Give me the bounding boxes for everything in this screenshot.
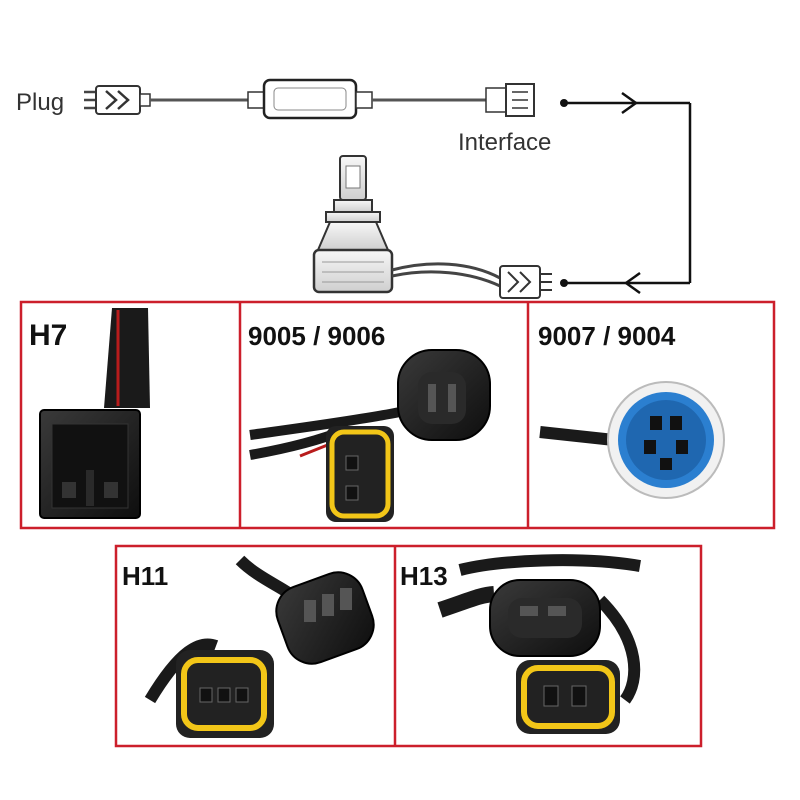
top-row-frame <box>19 300 776 530</box>
top-wiring: Plug Interface <box>16 78 692 299</box>
panel-9007-9004: 9007 / 9004 <box>538 321 725 499</box>
connection-loop <box>560 99 692 287</box>
bottom-row-frame <box>114 544 703 748</box>
panel-label-9007-9004: 9007 / 9004 <box>538 321 676 351</box>
connector-icon <box>249 349 491 522</box>
connector-icon <box>39 308 150 519</box>
panel-9005-9006: 9005 / 9006 <box>248 321 491 522</box>
panel-frames <box>19 300 776 748</box>
panel-h7: H7 <box>29 308 150 519</box>
interface-label: Interface <box>458 129 551 156</box>
bulb-cable <box>391 262 501 280</box>
arrow-right-icon <box>621 91 639 115</box>
panel-label-9005-9006: 9005 / 9006 <box>248 321 385 351</box>
decoder-box-icon <box>247 78 373 120</box>
panel-label-h7: H7 <box>29 319 67 352</box>
panel-label-h13: H13 <box>400 561 448 591</box>
panel-h13: H13 <box>400 554 641 734</box>
led-bulb-icon <box>312 155 394 294</box>
bulb-connector-icon <box>499 265 552 299</box>
connector-icon <box>539 381 725 499</box>
connector-icon <box>437 554 641 734</box>
interface-connector-icon <box>485 83 535 117</box>
plug-label: Plug <box>16 89 64 116</box>
arrow-left-icon <box>623 271 641 295</box>
plug-icon <box>84 85 151 115</box>
connector-icon <box>144 555 375 738</box>
panel-label-h11: H11 <box>122 561 168 591</box>
panel-h11: H11 <box>122 555 375 738</box>
